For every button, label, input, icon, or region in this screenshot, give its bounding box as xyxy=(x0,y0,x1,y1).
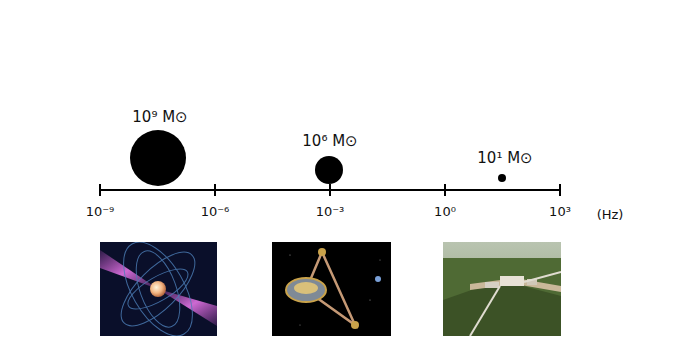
tick-label: 10⁰ xyxy=(434,205,456,218)
mass-circle xyxy=(498,174,506,182)
pulsar-picture xyxy=(100,231,217,347)
mass-label: 10⁶ M⊙ xyxy=(302,134,357,149)
unit-label: (Hz) xyxy=(597,208,624,221)
mass-label: 10⁹ M⊙ xyxy=(132,110,187,125)
axis-ticks xyxy=(100,184,560,196)
mass-label: 10¹ M⊙ xyxy=(477,151,532,166)
mass-circle xyxy=(315,156,343,184)
tick-label: 10⁻³ xyxy=(316,205,345,218)
ligo-picture xyxy=(443,242,561,336)
tick-label: 10⁻⁹ xyxy=(86,205,115,218)
tick-label: 10³ xyxy=(549,205,571,218)
mass-circle xyxy=(130,130,186,186)
tick-label: 10⁻⁶ xyxy=(201,205,230,218)
lisa-picture xyxy=(272,242,391,336)
